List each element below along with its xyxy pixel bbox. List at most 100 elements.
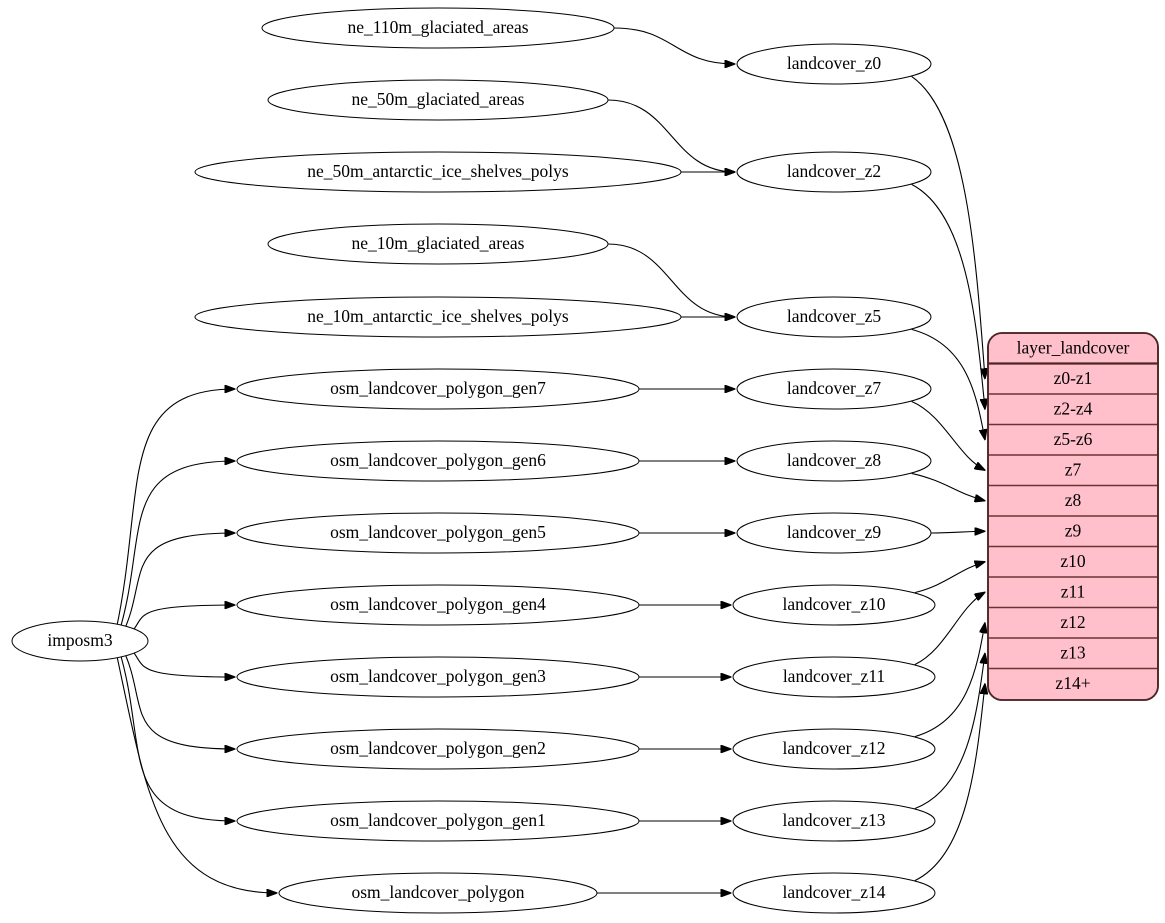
table-node-osm_landcover_polygon_gen4[interactable]: osm_landcover_polygon_gen4 — [236, 584, 640, 626]
node-shape — [732, 872, 936, 914]
edge-landcover_z9-to-table-row-z9 — [930, 531, 985, 533]
table-row-z10[interactable]: z10 — [1060, 551, 1086, 571]
table-node-osm_landcover_polygon_gen1[interactable]: osm_landcover_polygon_gen1 — [236, 800, 640, 842]
edge-landcover_z5-to-table-row-z5-z6 — [911, 328, 985, 439]
node-shape — [194, 151, 682, 193]
node-label: ne_50m_antarctic_ice_shelves_polys — [307, 161, 569, 181]
table-row-z0-z1[interactable]: z0-z1 — [1054, 368, 1093, 388]
landcover-node-landcover_z11[interactable]: landcover_z11 — [732, 656, 936, 698]
node-shape — [236, 800, 640, 842]
table-row-z2-z4[interactable]: z2-z4 — [1054, 398, 1093, 418]
node-shape — [732, 584, 936, 626]
node-label: osm_landcover_polygon_gen5 — [330, 522, 546, 542]
table-node-osm_landcover_polygon_gen3[interactable]: osm_landcover_polygon_gen3 — [236, 656, 640, 698]
node-label: ne_110m_glaciated_areas — [347, 17, 528, 37]
landcover-node-landcover_z8[interactable]: landcover_z8 — [736, 440, 932, 482]
edge-imposm3-to-osm_landcover_polygon_gen6 — [118, 461, 235, 633]
node-label: osm_landcover_polygon_gen1 — [330, 810, 546, 830]
node-label: landcover_z10 — [782, 594, 885, 614]
node-shape — [11, 620, 149, 662]
node-label: osm_landcover_polygon_gen6 — [330, 450, 546, 470]
landcover-node-landcover_z10[interactable]: landcover_z10 — [732, 584, 936, 626]
landcover-node-landcover_z0[interactable]: landcover_z0 — [736, 43, 932, 85]
edge-landcover_z2-to-table-row-z2-z4 — [911, 183, 985, 409]
edge-imposm3-to-osm_landcover_polygon_gen7 — [115, 389, 235, 631]
edge-landcover_z0-to-table-row-z0-z1 — [911, 75, 985, 378]
source-node-imposm3[interactable]: imposm3 — [11, 620, 149, 662]
table-node-ne_10m_antarctic_ice_shelves_polys[interactable]: ne_10m_antarctic_ice_shelves_polys — [194, 296, 682, 338]
node-shape — [736, 296, 932, 338]
table-node-ne_110m_glaciated_areas[interactable]: ne_110m_glaciated_areas — [261, 7, 615, 49]
landcover-node-landcover_z2[interactable]: landcover_z2 — [736, 151, 932, 193]
landcover-node-landcover_z12[interactable]: landcover_z12 — [732, 728, 936, 770]
node-label: ne_10m_glaciated_areas — [352, 233, 525, 253]
node-shape — [236, 368, 640, 410]
node-shape — [736, 368, 932, 410]
table-outline — [987, 332, 1159, 701]
edge-ne_110m_glaciated_areas-to-landcover_z0 — [613, 27, 735, 64]
edge-landcover_z12-to-table-row-z12 — [914, 623, 985, 738]
landcover-node-landcover_z9[interactable]: landcover_z9 — [736, 512, 932, 554]
table-row-z9[interactable]: z9 — [1065, 520, 1082, 540]
node-label: imposm3 — [47, 630, 112, 650]
node-label: osm_landcover_polygon_gen4 — [330, 594, 546, 614]
table-node-ne_50m_glaciated_areas[interactable]: ne_50m_glaciated_areas — [267, 79, 609, 121]
edge-imposm3-to-osm_landcover_polygon — [115, 651, 277, 893]
node-label: ne_50m_glaciated_areas — [352, 89, 525, 109]
node-label: landcover_z2 — [787, 161, 881, 181]
node-shape — [736, 43, 932, 85]
node-label: landcover_z14 — [782, 882, 885, 902]
node-shape — [732, 800, 936, 842]
table-node-osm_landcover_polygon_gen2[interactable]: osm_landcover_polygon_gen2 — [236, 728, 640, 770]
table-node-ne_50m_antarctic_ice_shelves_polys[interactable]: ne_50m_antarctic_ice_shelves_polys — [194, 151, 682, 193]
node-shape — [236, 728, 640, 770]
table-row-z8[interactable]: z8 — [1065, 490, 1082, 510]
table-title: layer_landcover — [1017, 337, 1130, 357]
table-node-osm_landcover_polygon_gen7[interactable]: osm_landcover_polygon_gen7 — [236, 368, 640, 410]
node-shape — [236, 584, 640, 626]
node-shape — [236, 440, 640, 482]
landcover-node-landcover_z14[interactable]: landcover_z14 — [732, 872, 936, 914]
table-node-osm_landcover_polygon_gen5[interactable]: osm_landcover_polygon_gen5 — [236, 512, 640, 554]
layer-landcover-table: layer_landcover z0-z1 z2-z4 z5-z6 z7 z8 z9 z10 z… — [987, 332, 1159, 701]
node-label: landcover_z7 — [787, 378, 882, 398]
table-row-z13[interactable]: z13 — [1060, 642, 1086, 662]
node-label: landcover_z12 — [782, 738, 885, 758]
edge-landcover_z11-to-table-row-z11 — [914, 592, 985, 666]
table-row-z12[interactable]: z12 — [1060, 612, 1085, 632]
node-shape — [736, 512, 932, 554]
node-label: osm_landcover_polygon — [351, 882, 524, 902]
node-label: landcover_z8 — [787, 450, 882, 470]
edge-ne_10m_glaciated_areas-to-landcover_z5 — [607, 243, 735, 317]
node-label: ne_10m_antarctic_ice_shelves_polys — [307, 306, 569, 326]
node-label: landcover_z5 — [787, 306, 882, 326]
node-shape — [194, 296, 682, 338]
node-shape — [732, 656, 936, 698]
nodes-layer: imposm3 ne_110m_glaciated_areas ne_50m_gla… — [11, 7, 936, 914]
table-row-z11[interactable]: z11 — [1061, 581, 1086, 601]
edge-landcover_z14-to-table-row-z14+ — [914, 684, 985, 882]
edge-imposm3-to-osm_landcover_polygon_gen2 — [121, 646, 235, 749]
node-label: landcover_z13 — [782, 810, 885, 830]
node-label: landcover_z0 — [787, 53, 882, 73]
node-label: osm_landcover_polygon_gen7 — [330, 378, 546, 398]
edge-landcover_z13-to-table-row-z13 — [914, 653, 985, 810]
table-row-z7[interactable]: z7 — [1065, 459, 1082, 479]
node-shape — [236, 656, 640, 698]
landcover-node-landcover_z5[interactable]: landcover_z5 — [736, 296, 932, 338]
edge-ne_50m_glaciated_areas-to-landcover_z2 — [607, 99, 735, 172]
node-shape — [267, 79, 609, 121]
table-node-osm_landcover_polygon_gen6[interactable]: osm_landcover_polygon_gen6 — [236, 440, 640, 482]
landcover-node-landcover_z7[interactable]: landcover_z7 — [736, 368, 932, 410]
table-row-z14+[interactable]: z14+ — [1055, 673, 1090, 693]
table-row-z5-z6[interactable]: z5-z6 — [1054, 429, 1093, 449]
node-label: osm_landcover_polygon_gen2 — [330, 738, 546, 758]
edges-layer — [115, 27, 985, 893]
node-shape — [736, 440, 932, 482]
table-node-ne_10m_glaciated_areas[interactable]: ne_10m_glaciated_areas — [267, 223, 609, 265]
node-label: landcover_z11 — [783, 666, 885, 686]
landcover-node-landcover_z13[interactable]: landcover_z13 — [732, 800, 936, 842]
table-node-osm_landcover_polygon[interactable]: osm_landcover_polygon — [278, 872, 598, 914]
